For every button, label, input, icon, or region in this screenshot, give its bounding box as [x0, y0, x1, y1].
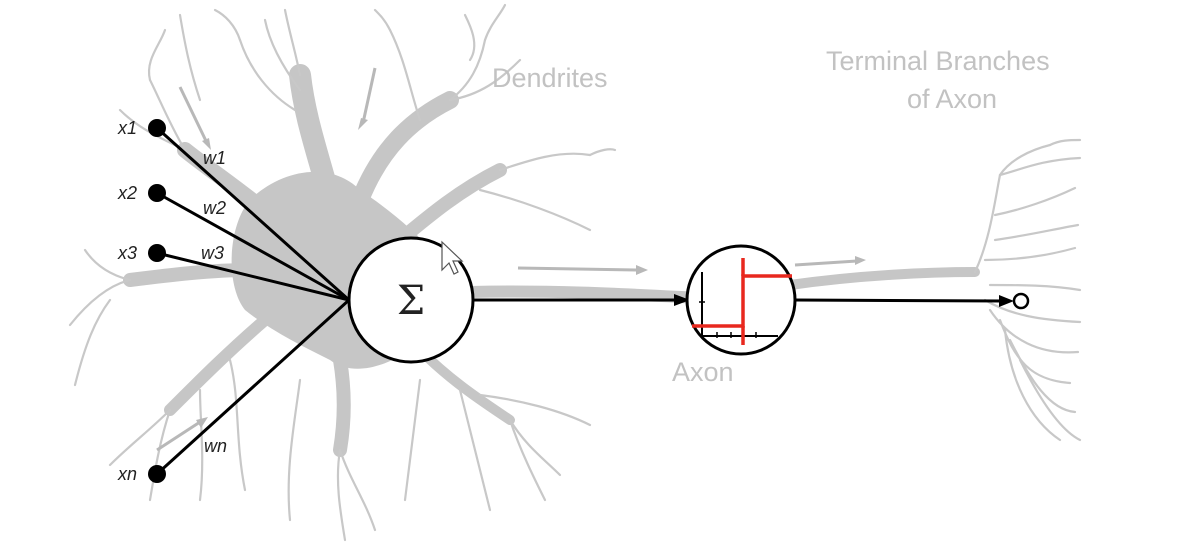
dendrite-branches: [68, 3, 617, 542]
activation-node: [685, 244, 797, 356]
terminal-branches: [973, 138, 1082, 442]
axon-trunk-right: [785, 267, 980, 290]
input-node-x1: [148, 119, 166, 137]
dendrite-trunk-left: [123, 263, 257, 287]
axon-label: Axon: [672, 357, 734, 387]
input-node-x2: [148, 184, 166, 202]
axon-trunk: [464, 285, 706, 304]
dendrite-trunk-down: [333, 353, 351, 457]
terminal-branches-label: Terminal Branches: [826, 46, 1050, 76]
dendrite-trunk-left-upper: [177, 142, 278, 223]
signal-flow-arrows: [156, 67, 866, 452]
input-node-xn: [148, 465, 166, 483]
input-label-x3: x3: [117, 243, 137, 263]
sum-to-activation-arrowhead: [674, 294, 690, 306]
input-wire-x2: [156, 191, 350, 302]
sigma-symbol: Σ: [397, 278, 425, 324]
input-node-x3: [148, 244, 166, 262]
mouse-cursor-icon: [441, 240, 464, 275]
input-wires: [155, 126, 351, 476]
output-arrowhead: [999, 295, 1014, 307]
neuron-body: [68, 3, 1082, 542]
weight-label-w3: w3: [201, 243, 224, 263]
step-function-curve: [692, 274, 792, 328]
dendrite-trunk-lower-left: [164, 314, 271, 416]
input-label-x1: x1: [117, 118, 137, 138]
dendrite-trunk-right: [393, 163, 507, 247]
weight-labels: w1 w2 w3 wn: [201, 148, 227, 456]
output-wire: [794, 298, 1004, 303]
input-wire-x1: [155, 126, 351, 302]
output-node: [1012, 292, 1030, 310]
weight-label-w2: w2: [203, 198, 226, 218]
weight-label-wn: wn: [204, 436, 227, 456]
dendrites-label: Dendrites: [492, 63, 608, 93]
input-labels: x1 x2 x3 xn: [117, 118, 137, 484]
dendrite-trunk-up: [289, 64, 341, 211]
input-label-x2: x2: [117, 183, 137, 203]
dendrite-trunk-upper-right: [351, 91, 459, 209]
weight-label-w1: w1: [203, 148, 226, 168]
input-wire-x3: [156, 251, 350, 302]
input-wire-xn: [155, 298, 351, 476]
input-nodes: [148, 119, 166, 483]
terminal-branches-label-line2: of Axon: [907, 84, 997, 114]
input-label-xn: xn: [117, 464, 137, 484]
